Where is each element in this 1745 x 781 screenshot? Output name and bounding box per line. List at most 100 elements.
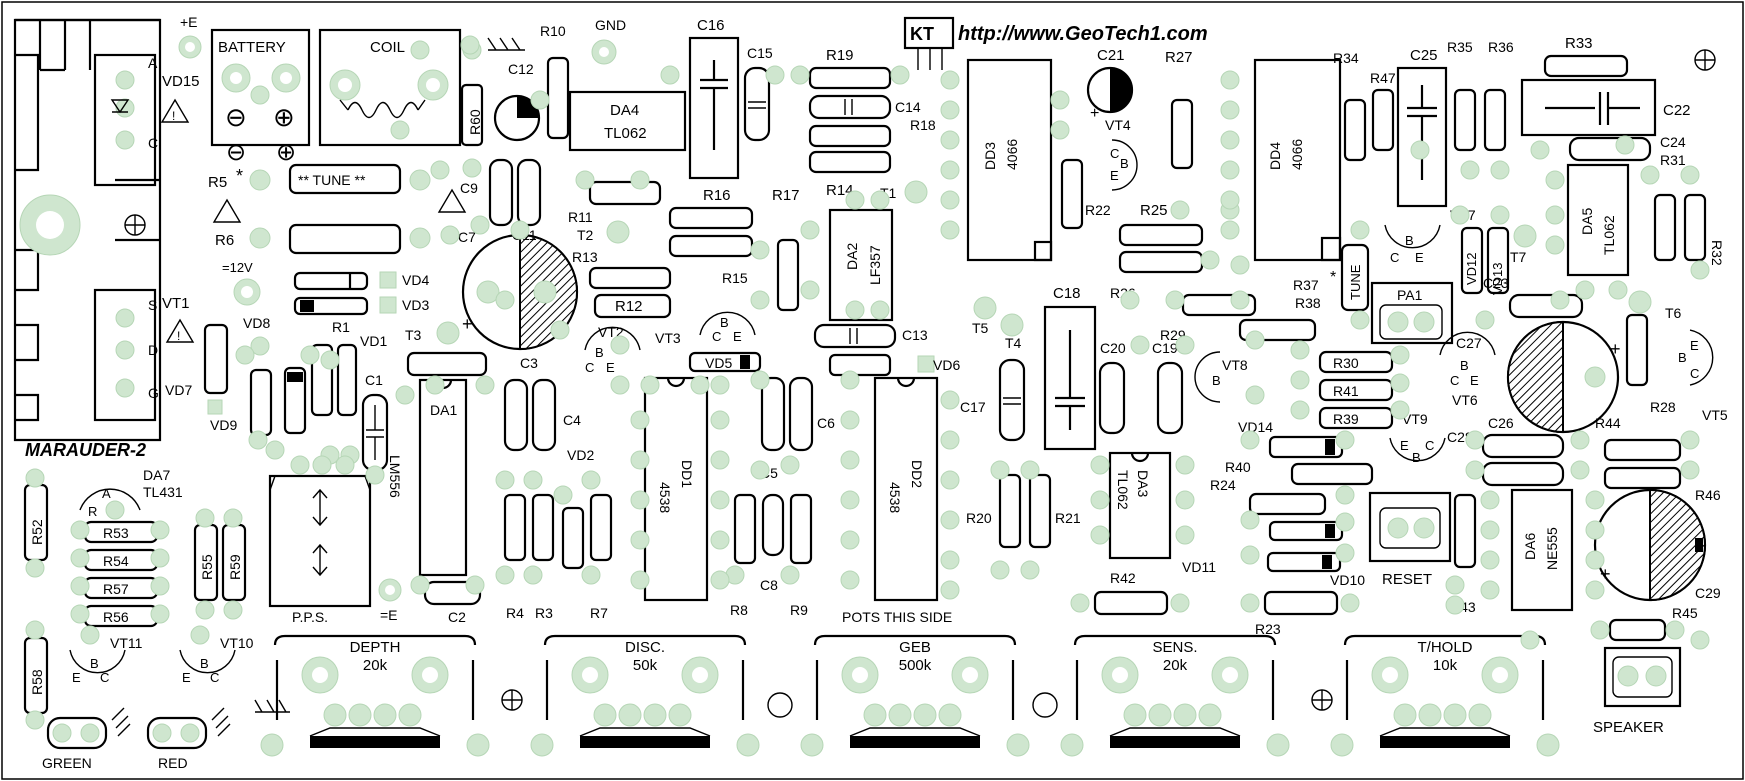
led-light-icon	[211, 707, 231, 737]
svg-text:B: B	[1460, 358, 1469, 373]
vd1-label: VD1	[360, 333, 387, 349]
dd1-ref: DD1	[679, 460, 695, 488]
r31-label: R31	[1660, 152, 1686, 168]
svg-text:+: +	[1600, 564, 1611, 584]
da7-outline	[79, 488, 141, 511]
dd2-ref: DD2	[909, 460, 925, 488]
board-title: MARAUDER-2	[25, 440, 146, 460]
ground-icon	[254, 699, 290, 713]
vt1-pads	[115, 308, 135, 398]
r56-label: R56	[103, 609, 129, 625]
red-label: RED	[158, 755, 188, 771]
r11-label: R11	[568, 209, 593, 225]
dd4-part: 4066	[1289, 139, 1305, 170]
r35-label: R35	[1447, 39, 1473, 55]
kt-logo	[903, 16, 955, 50]
r38-label: R38	[1295, 295, 1321, 311]
vd15-label: VD15	[162, 73, 200, 90]
c27-label: C27	[1456, 335, 1482, 351]
plus-icon: ⊕	[273, 102, 295, 132]
pot-name: T/HOLD	[1417, 639, 1472, 656]
svg-text:+: +	[1610, 339, 1621, 359]
da1-ref: DA1	[430, 402, 457, 418]
pa1-connector	[1370, 281, 1454, 345]
speaker-label: SPEAKER	[1593, 719, 1664, 736]
svg-text:A: A	[102, 486, 111, 501]
r32-label: R32	[1709, 240, 1725, 266]
svg-text:*: *	[1330, 269, 1336, 286]
r27-label: R27	[1165, 49, 1193, 66]
pots-side-label: POTS THIS SIDE	[842, 609, 952, 625]
vd8-label: VD8	[243, 315, 270, 331]
da5-ref: DA5	[1579, 208, 1595, 235]
r34-label: R34	[1333, 50, 1359, 66]
warning-icon	[160, 98, 190, 123]
vd11-label: VD11	[1182, 559, 1216, 575]
svg-text:C: C	[585, 360, 594, 375]
vd5-label: VD5	[705, 355, 732, 371]
r41-label: R41	[1333, 383, 1359, 399]
pot-name: SENS.	[1152, 639, 1197, 656]
vd4-diode	[293, 271, 369, 291]
r14-label: R14	[826, 182, 854, 199]
vd7-label: VD7	[165, 382, 192, 398]
eq-e-label: =E	[380, 607, 398, 623]
svg-text:C: C	[712, 329, 721, 344]
tune-resistor	[288, 163, 402, 195]
pot-name: DEPTH	[350, 639, 401, 656]
t2-label: T2	[577, 227, 594, 243]
warning-icon	[437, 188, 467, 213]
ground-icon	[487, 37, 525, 51]
diode-symbol-icon	[110, 99, 130, 114]
pps-label: P.P.S.	[292, 609, 328, 625]
c29-label: C29	[1695, 585, 1721, 601]
vd2-label: VD2	[567, 447, 594, 463]
c12-label: C12	[508, 61, 534, 77]
r36-label: R36	[1488, 39, 1514, 55]
pot-4: SENS.20k	[1060, 634, 1290, 757]
da7-ref: DA7	[143, 467, 170, 483]
dd1-ic	[643, 376, 709, 602]
r7-label: R7	[590, 605, 608, 621]
vt3-label: VT3	[655, 330, 681, 346]
vd6-label: VD6	[933, 357, 960, 373]
vt11-label: VT11	[110, 635, 143, 651]
r60-resistor	[460, 83, 484, 147]
tune-label: TUNE	[1348, 264, 1363, 300]
r2-resistor	[406, 351, 488, 377]
da6-ref: DA6	[1522, 533, 1538, 560]
r33-label: R33	[1565, 35, 1593, 52]
pa1-ref: PA1	[1397, 287, 1423, 303]
r23-label: R23	[1255, 621, 1281, 637]
vt1-label: VT1	[162, 295, 190, 312]
da3-ic	[1108, 451, 1172, 560]
pot-value: 500k	[899, 657, 932, 674]
svg-text:E: E	[1400, 438, 1409, 453]
r9-label: R9	[790, 602, 808, 618]
via-pads	[25, 35, 1710, 730]
dd2-ic	[873, 376, 939, 602]
dd4-ic	[1253, 58, 1342, 262]
r53-label: R53	[103, 525, 129, 541]
pin-g: G	[148, 385, 159, 401]
svg-text:C: C	[1425, 438, 1434, 453]
r59-label: R59	[227, 554, 243, 580]
r22-label: R22	[1085, 202, 1111, 218]
r37-label: R37	[1293, 277, 1319, 293]
da7-part: TL431	[143, 484, 183, 500]
svg-text:B: B	[720, 315, 729, 330]
r46-label: R46	[1695, 487, 1721, 503]
reset-label: RESET	[1382, 571, 1432, 588]
da3-part: TL062	[1115, 470, 1131, 510]
r42-label: R42	[1110, 570, 1136, 586]
svg-text:B: B	[595, 345, 604, 360]
vd13-label: VD13	[1490, 262, 1505, 295]
pot-value: 50k	[633, 657, 658, 674]
c13-label: C13	[902, 327, 928, 343]
vd9-diode	[249, 368, 273, 437]
vd7-diode	[203, 323, 229, 395]
